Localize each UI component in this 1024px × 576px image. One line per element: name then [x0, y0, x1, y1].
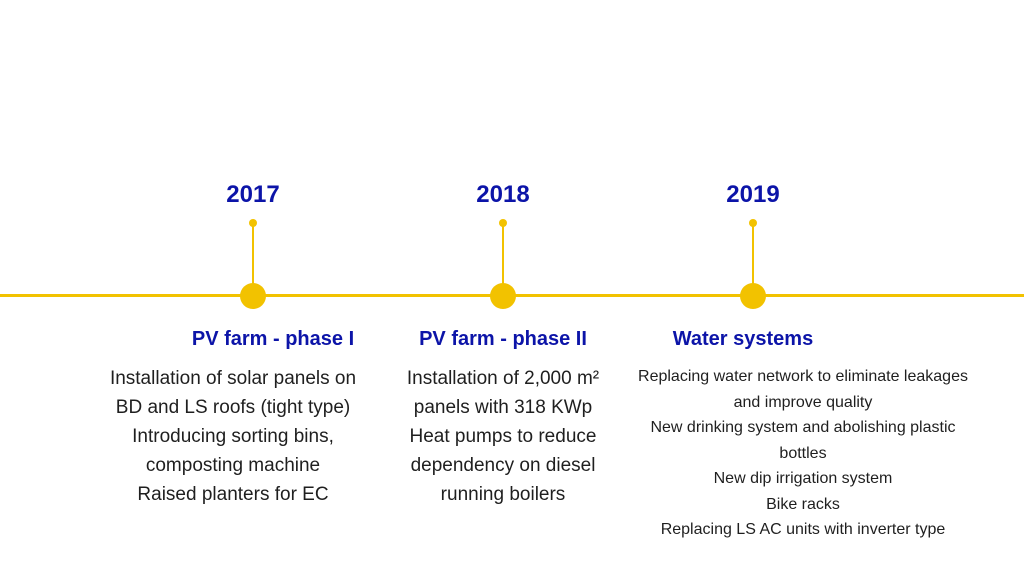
connector-line [502, 223, 504, 295]
detail-item: Introducing sorting bins, composting mac… [132, 426, 334, 476]
timeline-marker [490, 283, 516, 309]
timeline-marker [240, 283, 266, 309]
milestone-title: PV farm - phase II [419, 328, 587, 350]
detail-item: Bike racks [766, 495, 840, 513]
timeline-marker [740, 283, 766, 309]
milestone-details: Installation of solar panels on BD and L… [108, 364, 358, 509]
milestone-details: Installation of 2,000 m² panels with 318… [388, 364, 618, 509]
milestone-title: Water systems [672, 328, 814, 350]
detail-item: New drinking system and abolishing plast… [650, 419, 956, 462]
milestone-year: 2017 [226, 181, 280, 208]
milestone-details: Replacing water network to eliminate lea… [638, 364, 968, 543]
milestone-year: 2019 [726, 181, 780, 208]
detail-item: Raised planters for EC [137, 484, 329, 505]
milestone-title: PV farm - phase I [191, 328, 355, 350]
detail-item: Heat pumps to reduce dependency on diese… [409, 426, 597, 505]
detail-item: Installation of 2,000 m² panels with 318… [406, 368, 600, 418]
detail-item: New dip irrigation system [713, 470, 893, 487]
detail-item: Installation of solar panels on BD and L… [109, 368, 357, 418]
connector-line [752, 223, 754, 295]
detail-item: Replacing LS AC units with inverter type [660, 521, 946, 538]
milestone-year: 2018 [476, 181, 530, 208]
connector-line [252, 223, 254, 295]
detail-item: Replacing water network to eliminate lea… [638, 368, 968, 411]
